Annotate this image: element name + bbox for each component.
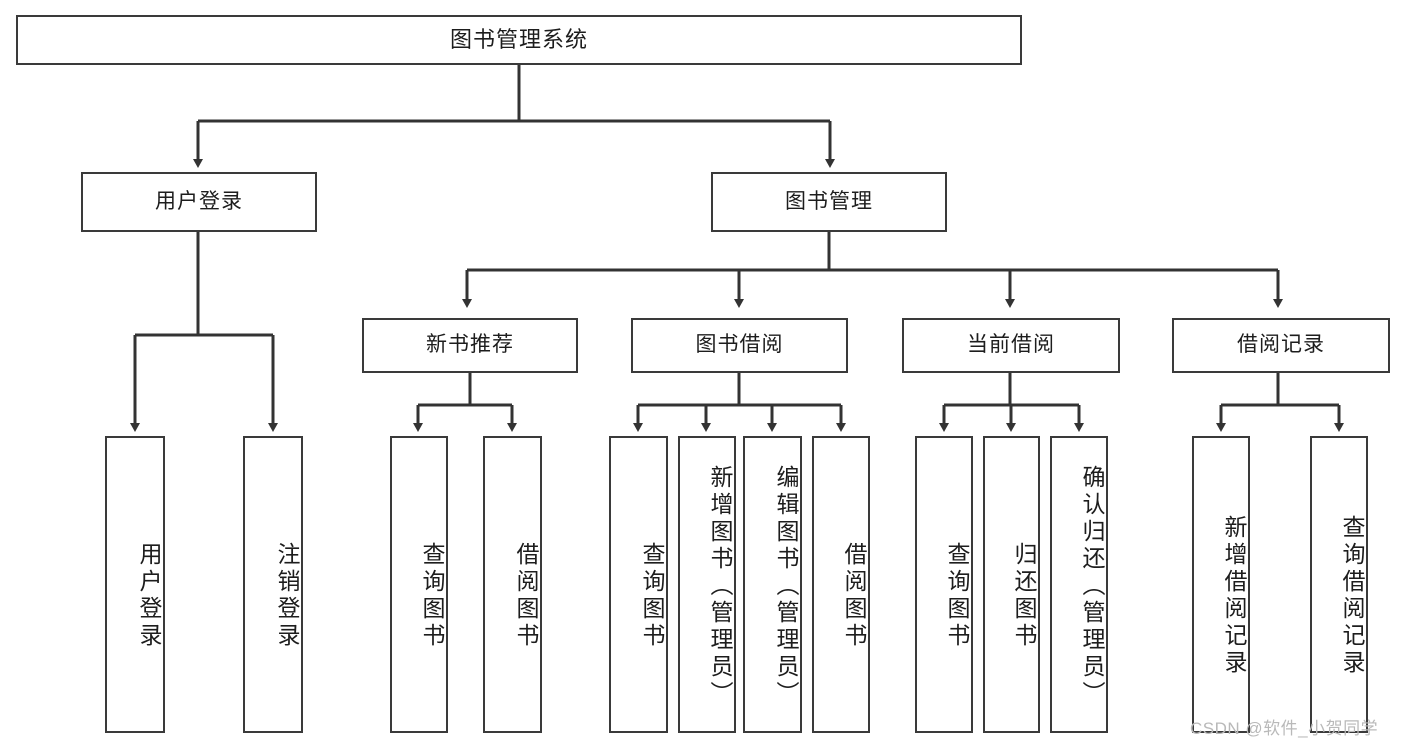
node-label: 新增借阅记录 (1221, 514, 1247, 677)
node-root-system[interactable]: 图书管理系统 (16, 15, 1022, 65)
node-borrow-record[interactable]: 借阅记录 (1172, 318, 1390, 373)
node-label: 图书管理系统 (449, 27, 588, 53)
watermark: CSDN @软件_小贺同学 (1190, 719, 1379, 738)
node-label: 查询借阅记录 (1339, 514, 1365, 677)
node-label: 用户登录 (155, 189, 243, 213)
node-book-management[interactable]: 图书管理 (711, 172, 947, 232)
node-user-login[interactable]: 用户登录 (81, 172, 317, 232)
leaf-query-book-current[interactable]: 查询图书 (915, 436, 973, 733)
node-label: 编辑图书（管理员） (773, 465, 799, 708)
node-label: 查询图书 (639, 541, 665, 650)
node-label: 借阅图书 (513, 541, 539, 650)
node-new-book-recommend[interactable]: 新书推荐 (362, 318, 578, 373)
node-label: 新增图书（管理员） (707, 465, 733, 708)
node-label: 确认归还（管理员） (1079, 465, 1105, 708)
leaf-return-book[interactable]: 归还图书 (983, 436, 1040, 733)
node-label: 图书借阅 (695, 333, 784, 357)
node-label: 查询图书 (419, 541, 445, 650)
node-label: 图书管理 (785, 189, 873, 213)
leaf-confirm-return-admin[interactable]: 确认归还（管理员） (1050, 436, 1108, 733)
leaf-edit-book-admin[interactable]: 编辑图书（管理员） (743, 436, 802, 733)
leaf-query-book-recommend[interactable]: 查询图书 (390, 436, 448, 733)
leaf-logout[interactable]: 注销登录 (243, 436, 303, 733)
node-label: 用户登录 (136, 541, 162, 650)
node-label: 查询图书 (944, 541, 970, 650)
leaf-query-book-borrow[interactable]: 查询图书 (609, 436, 668, 733)
leaf-borrow-book-recommend[interactable]: 借阅图书 (483, 436, 542, 733)
node-label: 归还图书 (1011, 541, 1037, 650)
leaf-query-borrow-record[interactable]: 查询借阅记录 (1310, 436, 1368, 733)
node-label: 借阅图书 (841, 541, 867, 650)
leaf-borrow-book[interactable]: 借阅图书 (812, 436, 870, 733)
node-book-borrow[interactable]: 图书借阅 (631, 318, 848, 373)
node-label: 借阅记录 (1237, 333, 1325, 357)
node-current-borrow[interactable]: 当前借阅 (902, 318, 1120, 373)
node-label: 新书推荐 (426, 333, 514, 357)
leaf-add-borrow-record[interactable]: 新增借阅记录 (1192, 436, 1250, 733)
node-label: 当前借阅 (967, 333, 1055, 357)
node-label: 注销登录 (274, 541, 300, 650)
leaf-add-book-admin[interactable]: 新增图书（管理员） (678, 436, 736, 733)
leaf-user-login[interactable]: 用户登录 (105, 436, 165, 733)
